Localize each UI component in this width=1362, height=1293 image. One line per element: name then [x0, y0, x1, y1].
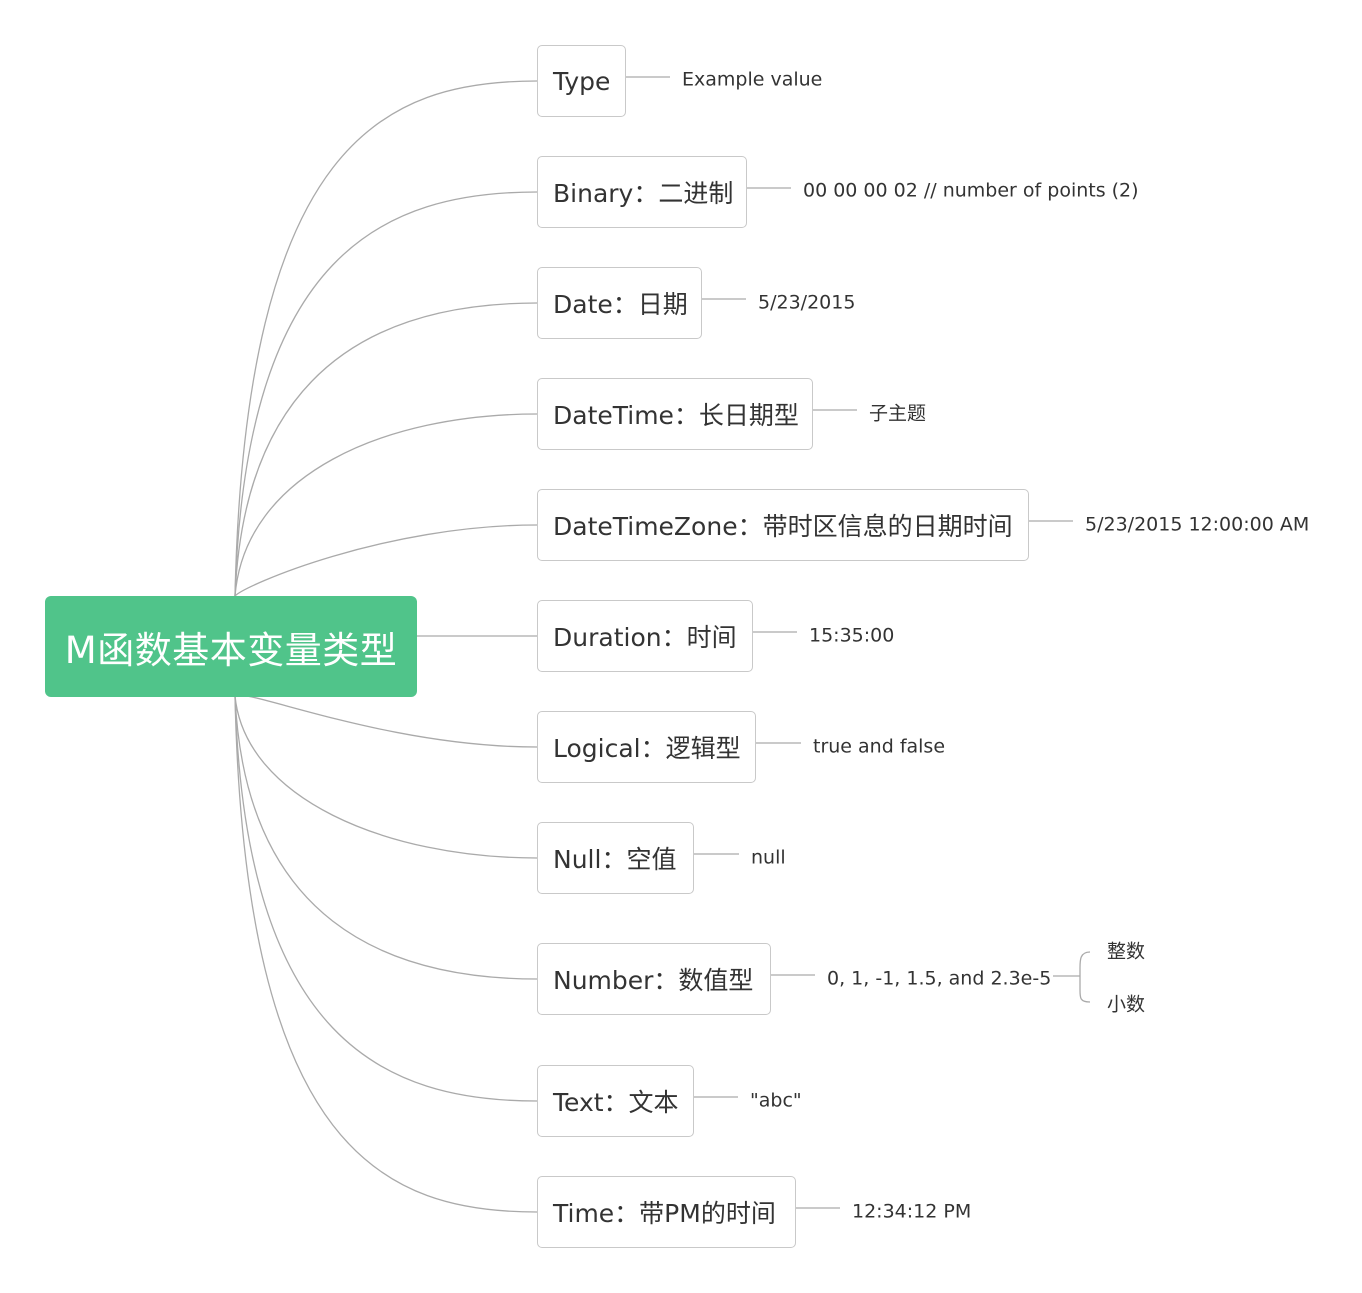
leaf-time-value[interactable]: 12:34:12 PM	[852, 1200, 972, 1223]
branch-connector	[234, 695, 538, 980]
branch-connector	[234, 191, 538, 597]
branch-connector	[234, 524, 538, 597]
sub-decimal[interactable]: 小数	[1107, 993, 1146, 1016]
branch-connector	[234, 80, 538, 597]
branch-duration[interactable]: Duration：时间	[537, 600, 753, 672]
leaf-type-value[interactable]: Example value	[682, 68, 823, 91]
branch-number[interactable]: Number：数值型	[537, 943, 771, 1015]
leaf-datetimezone-value[interactable]: 5/23/2015 12:00:00 AM	[1085, 513, 1310, 536]
leaf-date-value[interactable]: 5/23/2015	[758, 291, 856, 314]
branch-text[interactable]: Text：文本	[537, 1065, 694, 1137]
branch-time[interactable]: Time：带PM的时间	[537, 1176, 796, 1248]
branch-datetimezone[interactable]: DateTimeZone：带时区信息的日期时间	[537, 489, 1029, 561]
branch-logical[interactable]: Logical：逻辑型	[537, 711, 756, 783]
branch-date[interactable]: Date：日期	[537, 267, 702, 339]
branch-connector	[234, 413, 538, 597]
sub-integer[interactable]: 整数	[1107, 940, 1146, 963]
leaf-duration-value[interactable]: 15:35:00	[809, 624, 895, 647]
root-topic[interactable]: M函数基本变量类型	[45, 596, 417, 697]
leaf-text-value[interactable]: "abc"	[750, 1089, 802, 1112]
branch-datetime[interactable]: DateTime：长日期型	[537, 378, 813, 450]
branch-connector	[234, 695, 538, 1213]
branch-connector	[234, 695, 538, 859]
leaf-number-value[interactable]: 0, 1, -1, 1.5, and 2.3e-5	[827, 967, 1052, 990]
branch-null[interactable]: Null：空值	[537, 822, 694, 894]
branch-connector	[234, 302, 538, 597]
branch-connector	[234, 695, 538, 1102]
leaf-binary-value[interactable]: 00 00 00 02 // number of points (2)	[803, 179, 1139, 202]
leaf-logical-value[interactable]: true and false	[813, 735, 946, 758]
sub-bracket	[1079, 951, 1091, 1003]
leaf-null-value[interactable]: null	[751, 846, 786, 869]
leaf-datetime-value[interactable]: 子主题	[869, 402, 927, 425]
branch-type[interactable]: Type	[537, 45, 626, 117]
branch-connector	[234, 694, 538, 748]
branch-binary[interactable]: Binary：二进制	[537, 156, 747, 228]
